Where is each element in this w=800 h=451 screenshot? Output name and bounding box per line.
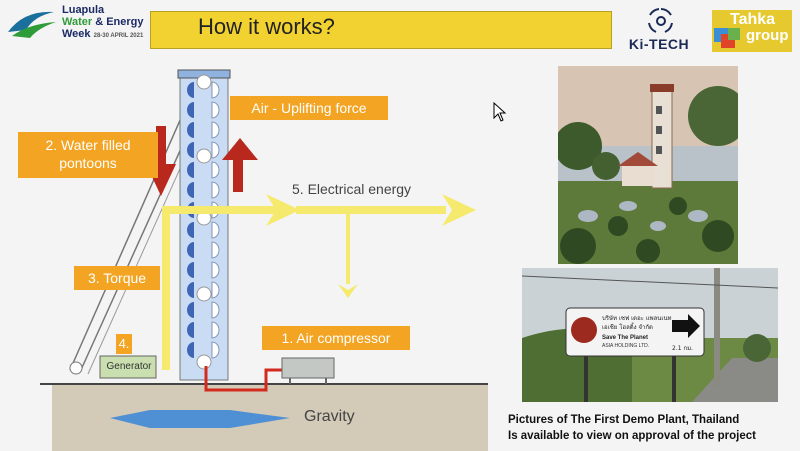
tower-pontoons (187, 74, 220, 370)
title-banner (150, 11, 612, 49)
sign-distance: 2.1 กม. (672, 345, 693, 352)
kitech-logo (616, 4, 706, 52)
demo-plant-diagram (40, 69, 488, 451)
label-electrical-energy: 5. Electrical energy (292, 181, 412, 197)
label-air-compressor: 1. Air compressor (262, 326, 410, 350)
label-gravity: Gravity (304, 408, 355, 425)
slide-title: How it works? (198, 14, 335, 39)
label-air-uplifting: Air - Uplifting force (230, 96, 388, 120)
label-water-pontoons: 2. Water filled pontoons (18, 132, 158, 178)
sign-thai-line1: บริษัท เซฟ เดอะ แพลนเนท (602, 315, 672, 322)
mouse-cursor-icon (493, 101, 507, 127)
sign-thai-line2: เอเชีย โฮลดิ้ง จำกัด (602, 321, 653, 331)
tahka-logo (712, 10, 792, 52)
label-generator-number: 4. (116, 334, 132, 354)
kitech-wordmark: Ki-TECH (628, 36, 690, 52)
generator (99, 355, 157, 379)
event-name: Luapula Water & Energy Week 28-30 APRIL … (62, 4, 144, 40)
sign-english-line2: ASIA HOLDING LTD. (602, 343, 649, 349)
pulley-lower (69, 361, 83, 375)
tower (179, 73, 229, 381)
tahka-wordmark: Tahka group (730, 11, 789, 44)
photo-caption: Pictures of The First Demo Plant, Thaila… (508, 414, 756, 442)
air-pipe (204, 366, 282, 392)
photo-demo-plant-tower (558, 66, 738, 264)
gravity-arrow (110, 410, 290, 428)
label-torque: 3. Torque (74, 266, 160, 290)
energy-flow (162, 194, 476, 370)
air-compressor (281, 357, 335, 379)
sign-english-line1: Save The Planet (602, 335, 648, 341)
luapula-logo (4, 2, 154, 52)
generator-label: Generator (106, 361, 152, 372)
up-arrow (222, 138, 258, 160)
photo-road-sign: บริษัท เซฟ เดอะ แพลนเนท เอเชีย โฮลดิ้ง จ… (522, 268, 778, 402)
